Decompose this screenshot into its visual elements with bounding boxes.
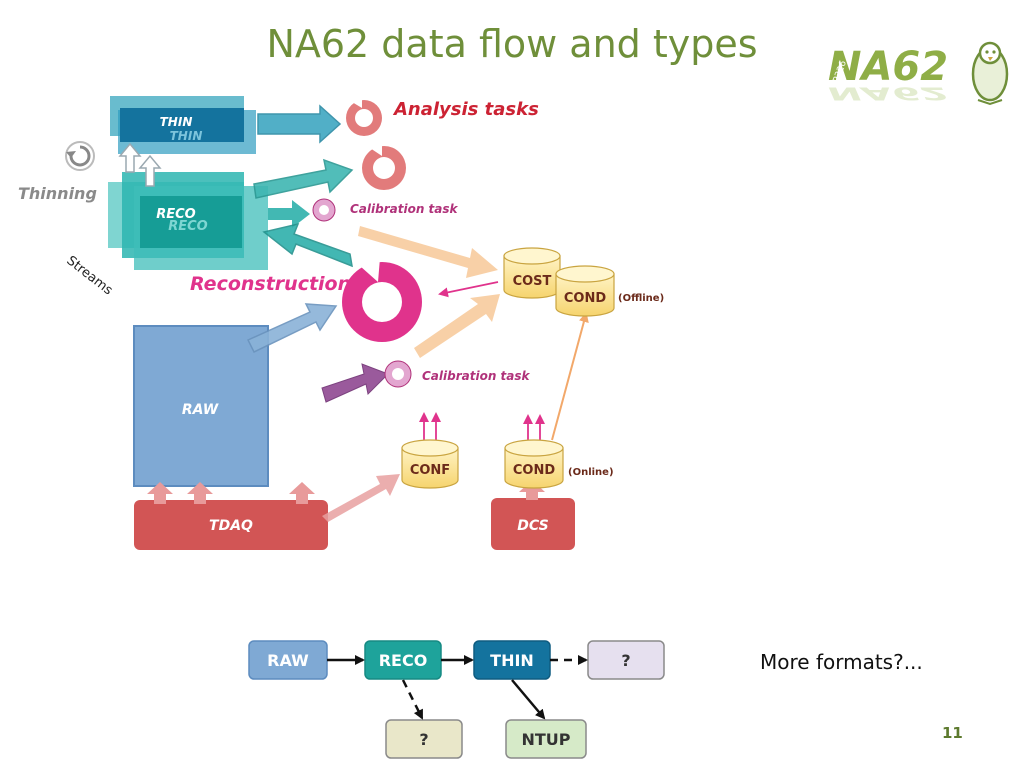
- calibration-task-bottom-label: Calibration task: [422, 369, 531, 383]
- logo-text: NA62: [828, 44, 948, 90]
- flow-thin-to-ntup-arrow: [511, 679, 546, 720]
- cond-online-label: COND: [513, 463, 555, 478]
- na62-logo: NA62 NA62 P326: [828, 41, 1009, 106]
- dcs-box: [491, 498, 575, 550]
- conf-cylinder: CONF: [401, 439, 459, 489]
- reconstruction-label: Reconstruction: [190, 273, 351, 295]
- raw-to-reconstruction-arrow: [246, 303, 338, 353]
- tdaq-box: [134, 500, 328, 550]
- reco-label: RECO: [156, 207, 195, 222]
- logo-reflection: NA62: [828, 83, 948, 104]
- cond-online-cylinder: COND: [504, 439, 564, 489]
- analysis-cycle-icon-top: [346, 96, 382, 136]
- tdaq-to-conf-arrow: [322, 474, 400, 522]
- thin-label: THIN: [160, 115, 193, 129]
- flow-unknown-right-label: ?: [621, 651, 630, 670]
- flow-reco-to-unknown-arrow: [401, 679, 424, 720]
- flow-ntup-label: NTUP: [521, 730, 570, 749]
- cost-to-reconstruction-arrow: [438, 281, 499, 298]
- calibration-task-top-label: Calibration task: [350, 202, 459, 216]
- reconstruction-to-reco-arrow: [262, 222, 353, 268]
- thinning-arrows: [118, 142, 162, 187]
- streams-label: Streams: [64, 253, 116, 298]
- tdaq-up-arrows: [147, 482, 315, 504]
- analysis-cycle-icon-bottom: [362, 142, 406, 190]
- conf-label: CONF: [410, 463, 450, 478]
- analysis-tasks-label: Analysis tasks: [392, 99, 539, 120]
- offline-label: (Offline): [618, 293, 664, 304]
- slide-title: NA62 data flow and types: [266, 22, 758, 66]
- cond-offline-cylinder: COND: [555, 265, 615, 317]
- reco-box: [140, 196, 242, 248]
- format-flowchart: RAW RECO THIN ? ? NTUP: [248, 640, 665, 759]
- thinning-cycle-icon: [65, 141, 95, 171]
- raw-to-calibration-arrow: [321, 363, 389, 403]
- cond-online-to-offline-arrow: [551, 312, 589, 441]
- cost-label: COST: [513, 274, 552, 289]
- thin-box: [120, 108, 244, 142]
- thin-to-analysis-arrow: [257, 104, 342, 144]
- thin-ghost-label: THIN: [170, 129, 203, 143]
- reco-ghost-label: RECO: [168, 219, 207, 234]
- flow-reco-label: RECO: [379, 651, 428, 670]
- reconstruction-cycle-icon: [342, 258, 422, 342]
- tdaq-label: TDAQ: [209, 518, 253, 534]
- cost-cylinder: COST: [503, 247, 561, 299]
- cond-offline-label: COND: [564, 291, 606, 306]
- raw-box: [133, 325, 269, 487]
- penguin-icon: [971, 41, 1009, 106]
- more-formats-text: More formats?...: [760, 650, 923, 674]
- dcs-up-arrow: [519, 480, 545, 500]
- calibration-cycle-icon-bottom: [384, 360, 412, 388]
- calibration-to-cond-arrow: [414, 294, 500, 358]
- flow-ntup-box: [505, 719, 587, 759]
- calibration-to-cost-arrow: [358, 226, 498, 278]
- calibration-cycle-icon-top: [312, 198, 336, 222]
- flow-unknown-bottom-label: ?: [419, 730, 428, 749]
- dcs-label: DCS: [517, 518, 548, 534]
- reco-to-analysis-arrow: [253, 158, 354, 199]
- thinning-label: Thinning: [18, 184, 97, 203]
- page-number: 11: [942, 724, 963, 742]
- flow-raw-label: RAW: [267, 651, 309, 670]
- flow-unknown-bottom-box: [385, 719, 463, 759]
- online-label: (Online): [568, 467, 614, 478]
- raw-label: RAW: [182, 402, 219, 418]
- reco-to-calibration-arrow: [268, 200, 310, 228]
- flow-thin-label: THIN: [490, 651, 534, 670]
- flow-unknown-right-box: [587, 640, 665, 680]
